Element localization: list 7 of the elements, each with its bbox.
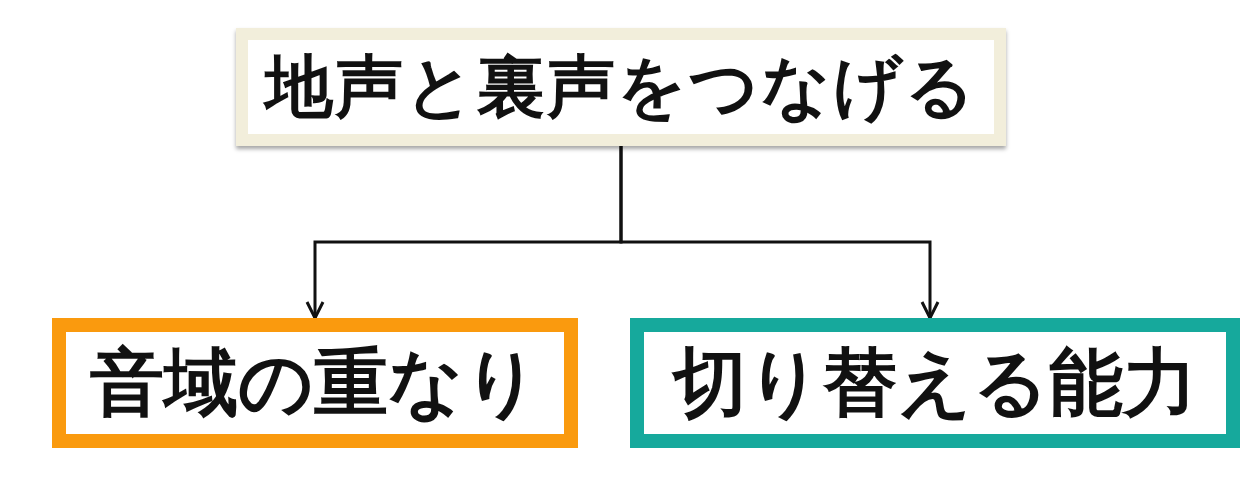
- node-label: 切り替える能力: [673, 342, 1197, 424]
- title-box: [236, 28, 1006, 146]
- connector-arrow: [619, 146, 940, 320]
- node-label: 地声と裏声をつなげる: [265, 49, 977, 125]
- concept-box: [630, 318, 1240, 448]
- concept-box: [52, 318, 578, 448]
- node-label: 音域の重なり: [90, 342, 540, 424]
